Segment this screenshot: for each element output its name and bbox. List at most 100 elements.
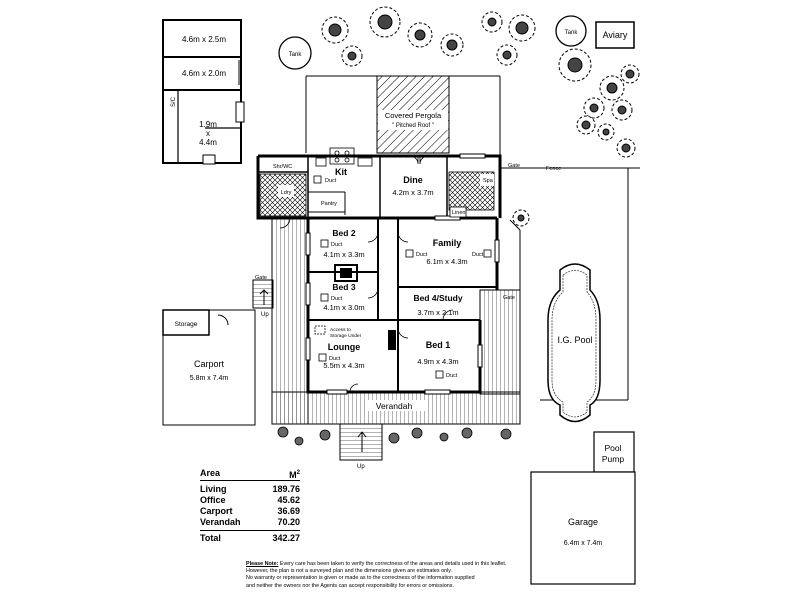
up-front-label: Up — [357, 464, 365, 470]
fireplace-icon — [388, 330, 396, 350]
gate-left-label: Gate — [255, 275, 267, 281]
area-unit-text: M — [289, 470, 297, 480]
gate-top-label: Gate — [508, 163, 520, 169]
shrub-icon — [461, 427, 473, 439]
door-icon — [367, 231, 379, 243]
family-label: Family — [433, 238, 462, 248]
family-duct-label-2: Duct — [472, 252, 484, 258]
area-total-label: Total — [200, 533, 221, 543]
tree-icon — [583, 97, 605, 119]
arrow-up-icon — [357, 431, 367, 452]
door-icon — [397, 327, 409, 339]
linen-label: Linen — [452, 210, 465, 216]
windows — [305, 153, 500, 395]
outbuilding-room3-width: 1.9m — [199, 120, 217, 129]
duct-icon — [313, 175, 322, 184]
bed1-label: Bed 1 — [426, 340, 451, 350]
family-size: 6.1m x 4.3m — [426, 257, 467, 266]
area-table-header: Area M2 — [200, 468, 300, 481]
area-total-row: Total 342.27 — [200, 530, 300, 544]
outbuilding-room1-label: 4.6m x 2.5m — [182, 35, 226, 44]
tree-icon — [620, 64, 640, 84]
duct-icon — [318, 353, 327, 362]
tree-icon — [576, 115, 596, 135]
pool-label: I.G. Pool — [557, 335, 592, 345]
table-row: Carport 36.69 — [200, 506, 300, 517]
fireplace-icon — [334, 264, 358, 282]
door-icon — [349, 383, 359, 393]
bed1-duct-label: Duct — [446, 373, 458, 379]
door-icon — [442, 309, 454, 321]
disclaimer-line-3: No warranty or representation is given o… — [246, 575, 475, 582]
bed1-size: 4.9m x 4.3m — [417, 357, 458, 366]
spa-label: Spa — [483, 178, 494, 184]
shrub-icon — [319, 429, 331, 441]
tree-icon — [616, 138, 636, 158]
garage-size: 6.4m x 7.4m — [564, 540, 603, 547]
duct-icon — [435, 370, 444, 379]
tank-right-icon — [555, 15, 587, 47]
access-hatch-icon — [314, 325, 326, 335]
table-row: Office 45.62 — [200, 495, 300, 506]
ldry-label: Ldry — [281, 190, 292, 196]
bed2-label: Bed 2 — [332, 228, 355, 238]
carport — [162, 309, 256, 426]
door-icon — [419, 155, 429, 165]
garage-label: Garage — [568, 517, 598, 527]
outbuilding-room3-length: 4.4m — [199, 138, 217, 147]
door-icon — [409, 155, 419, 165]
area-header-label: Area — [200, 468, 221, 478]
fireplace-icon — [340, 268, 352, 278]
area-row-value: 36.69 — [277, 506, 300, 516]
tree-icon — [481, 11, 503, 33]
lounge-size: 5.5m x 4.3m — [323, 361, 364, 370]
disclaimer-heading: Please Note: — [246, 561, 279, 567]
bed2-size: 4.1m x 3.3m — [323, 250, 364, 259]
gate-right-label: Gate — [503, 295, 515, 301]
access-label-2: Storage Under — [330, 333, 362, 339]
shrub-icon — [500, 428, 512, 440]
kit-duct-label: Duct — [325, 178, 337, 184]
door-icon — [367, 287, 379, 299]
access-label: Access to — [330, 327, 351, 333]
verandah-deck — [252, 217, 521, 461]
bed3-size: 4.1m x 3.0m — [323, 303, 364, 312]
shrub-icon — [439, 432, 449, 442]
bed4-size: 3.7m x 2.1m — [417, 308, 458, 317]
door-icon — [279, 217, 291, 229]
tree-icon — [611, 99, 633, 121]
tree-icon — [321, 16, 349, 44]
aviary-label: Aviary — [603, 30, 628, 40]
area-row-label: Office — [200, 495, 226, 505]
carport-label: Carport — [194, 359, 225, 369]
door-icon — [397, 231, 409, 243]
lounge-duct-label: Duct — [329, 356, 341, 362]
tank-right-label: Tank — [565, 30, 579, 36]
fence-label: Fence — [546, 166, 561, 172]
tree-icon — [508, 14, 536, 42]
dine-label: Dine — [403, 175, 423, 185]
disclaimer: Please Note: Every care has been taken t… — [246, 561, 546, 590]
arrow-up-icon — [259, 289, 269, 305]
pergola-label: Covered Pergola — [385, 111, 442, 120]
garage-box — [530, 471, 636, 585]
shrub-icon — [294, 436, 304, 446]
shrub-icons — [277, 426, 512, 446]
disclaimer-line-2: However, the plan is not a surveyed plan… — [246, 568, 453, 575]
pool-pump-label-2: Pump — [602, 454, 624, 464]
tree-icon — [407, 22, 433, 48]
tree-icon — [558, 48, 592, 82]
shrub-icon — [388, 432, 400, 444]
area-row-value: 189.76 — [272, 484, 300, 494]
pool — [547, 263, 601, 423]
tree-icon — [369, 6, 401, 38]
duct-icon — [320, 293, 329, 302]
aviary-box — [595, 21, 635, 49]
tree-icon — [496, 44, 518, 66]
area-unit: M2 — [289, 468, 300, 480]
table-row: Verandah 70.20 — [200, 517, 300, 528]
kit-label: Kit — [335, 167, 347, 177]
outbuilding-side-label: S/C — [171, 96, 177, 107]
tank-left-label: Tank — [289, 52, 303, 58]
disclaimer-line-1: Please Note: Every care has been taken t… — [246, 561, 546, 568]
